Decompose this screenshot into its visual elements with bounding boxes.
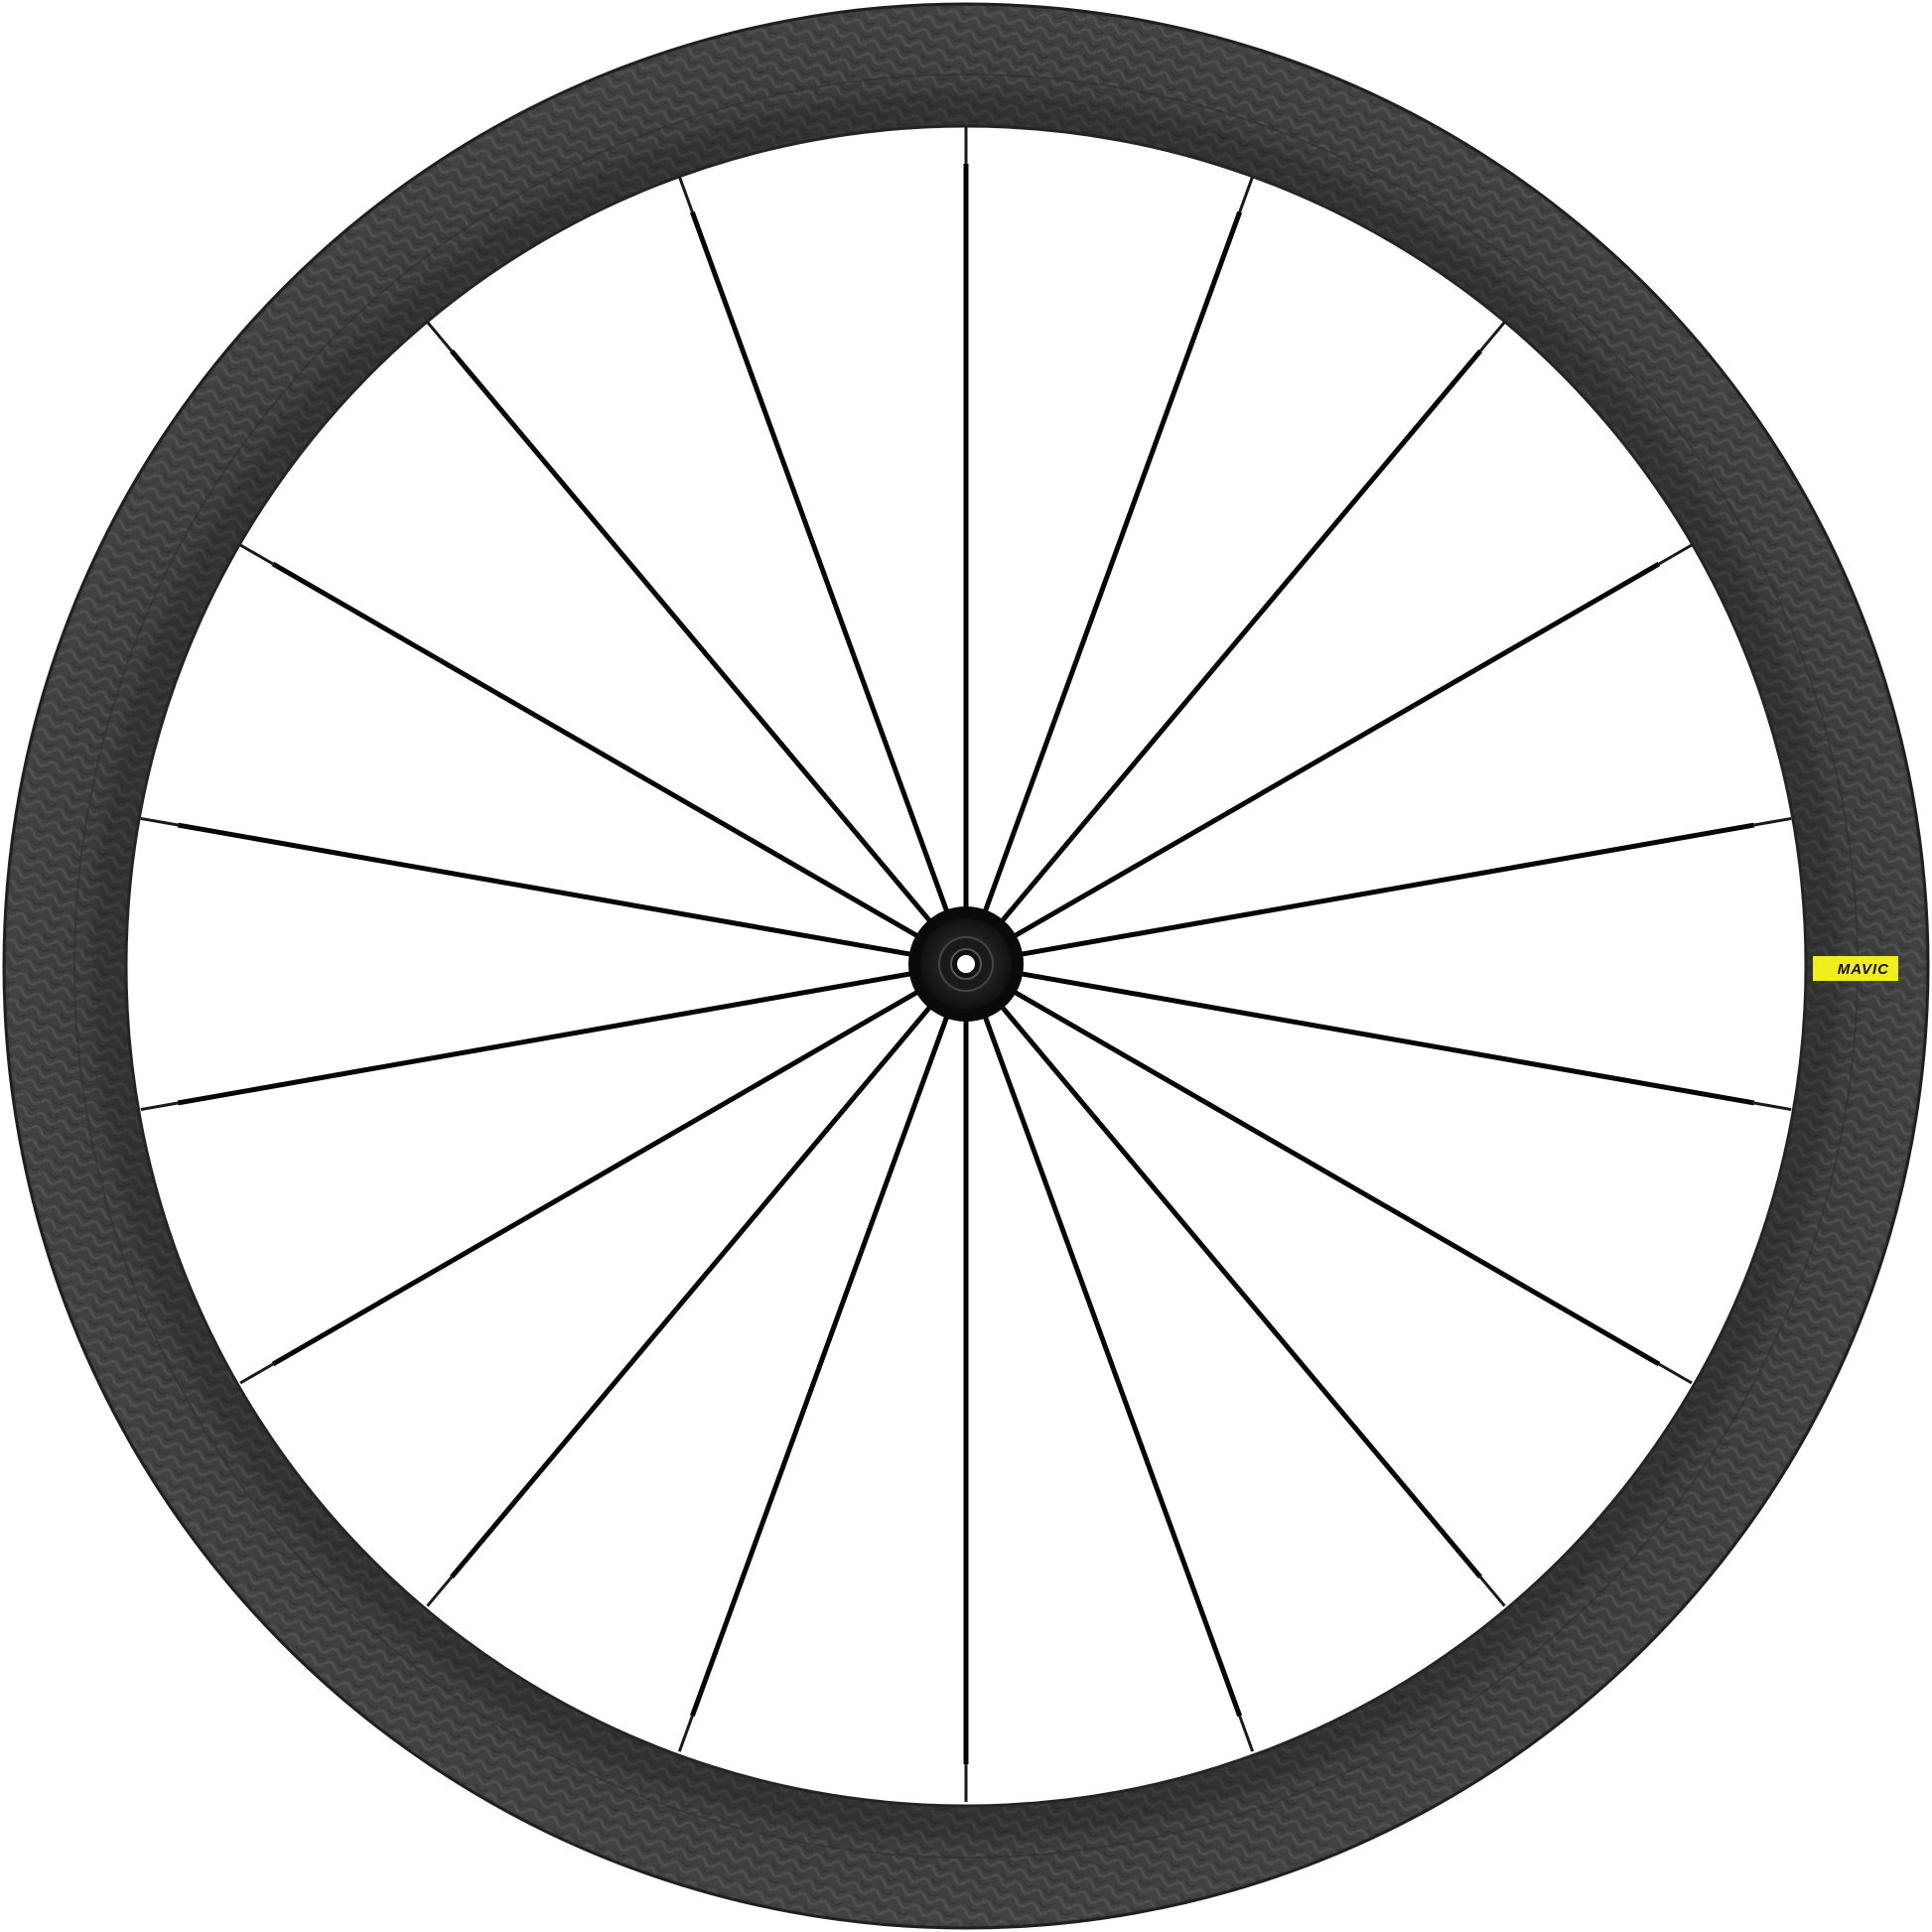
spoke bbox=[980, 210, 1243, 918]
spoke bbox=[1008, 986, 1661, 1367]
spoke-nipple bbox=[1478, 1576, 1506, 1607]
spoke bbox=[271, 561, 924, 942]
spoke-nipple bbox=[677, 1715, 694, 1752]
spoke bbox=[689, 1010, 952, 1718]
spoke-nipple bbox=[426, 1576, 454, 1607]
spoke-nipple bbox=[140, 816, 179, 827]
spoke bbox=[1014, 970, 1755, 1106]
spoke bbox=[449, 348, 936, 928]
spoke-nipple bbox=[1753, 1101, 1792, 1112]
spoke bbox=[177, 970, 918, 1106]
spoke bbox=[996, 348, 1483, 928]
spoke-nipple bbox=[1238, 1715, 1255, 1752]
spoke bbox=[980, 1010, 1243, 1718]
spoke bbox=[689, 210, 952, 918]
spoke-nipple bbox=[1478, 321, 1506, 352]
spoke bbox=[449, 1000, 936, 1580]
spoke-nipple bbox=[1238, 176, 1255, 213]
spoke-nipple bbox=[677, 176, 694, 213]
spoke-nipple bbox=[239, 543, 274, 566]
brand-label: MAVIC bbox=[1813, 956, 1898, 981]
brand-label-text: MAVIC bbox=[1838, 961, 1889, 978]
spoke bbox=[177, 822, 918, 958]
spokes bbox=[140, 126, 1792, 1802]
spoke bbox=[1014, 822, 1755, 958]
axle-hole bbox=[957, 955, 975, 973]
spoke bbox=[271, 986, 924, 1367]
spoke-nipple bbox=[239, 1362, 274, 1385]
spoke bbox=[1008, 561, 1661, 942]
spoke-nipple bbox=[1658, 1362, 1693, 1385]
spoke-nipple bbox=[1753, 816, 1792, 827]
spoke-nipple bbox=[140, 1101, 179, 1112]
hub bbox=[908, 906, 1024, 1022]
spoke-nipple bbox=[426, 321, 454, 352]
spoke bbox=[996, 1000, 1483, 1580]
spoke-nipple bbox=[1658, 543, 1693, 566]
brand-label-background bbox=[1813, 956, 1898, 981]
